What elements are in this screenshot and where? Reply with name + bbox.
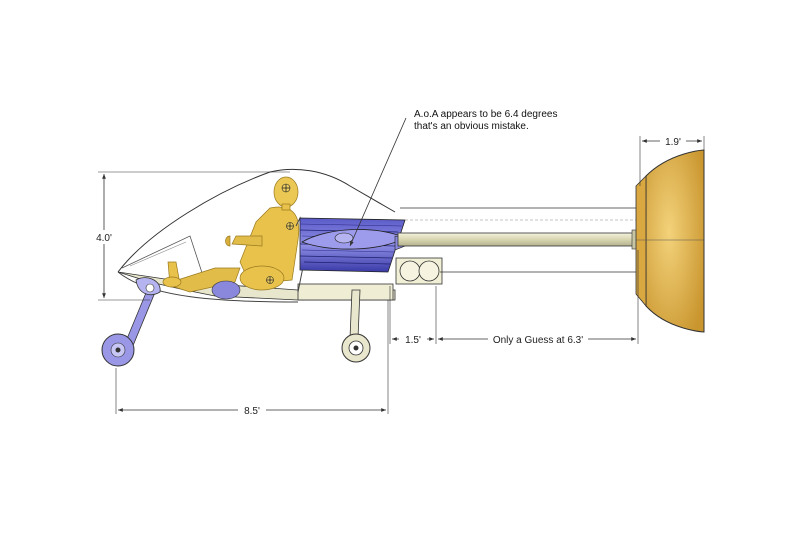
dimension-tail-gap-label: 1.5'	[405, 335, 421, 346]
pilot-dummy	[162, 176, 300, 293]
dimension-boom-label: Only a Guess at 6.3'	[493, 335, 583, 346]
dimension-boom	[438, 250, 639, 346]
windscreen	[121, 235, 206, 283]
rear-propeller	[635, 149, 705, 333]
annotation-line-1: A.o.A appears to be 6.4 degrees	[414, 109, 557, 120]
canopy-outline	[117, 168, 396, 273]
dimension-prop-depth	[639, 134, 705, 186]
dimension-height-label: 4.0'	[96, 233, 112, 244]
dimension-length	[115, 300, 389, 417]
tail-block	[297, 283, 394, 301]
annotation-line-2: that's an obvious mistake.	[414, 121, 529, 132]
fuselage-skid	[117, 271, 299, 303]
dimension-tail-gap	[389, 286, 437, 346]
annotation-leader	[349, 117, 407, 247]
main-landing-gear	[341, 289, 371, 363]
dimension-length-label: 8.5'	[244, 406, 260, 417]
dimension-height	[91, 171, 290, 301]
dimension-prop-depth-label: 1.9'	[665, 137, 681, 148]
engine-pod	[395, 257, 443, 285]
fuel-tank	[211, 280, 241, 300]
nose-landing-gear	[101, 277, 161, 367]
windscreen-inner	[129, 241, 187, 267]
